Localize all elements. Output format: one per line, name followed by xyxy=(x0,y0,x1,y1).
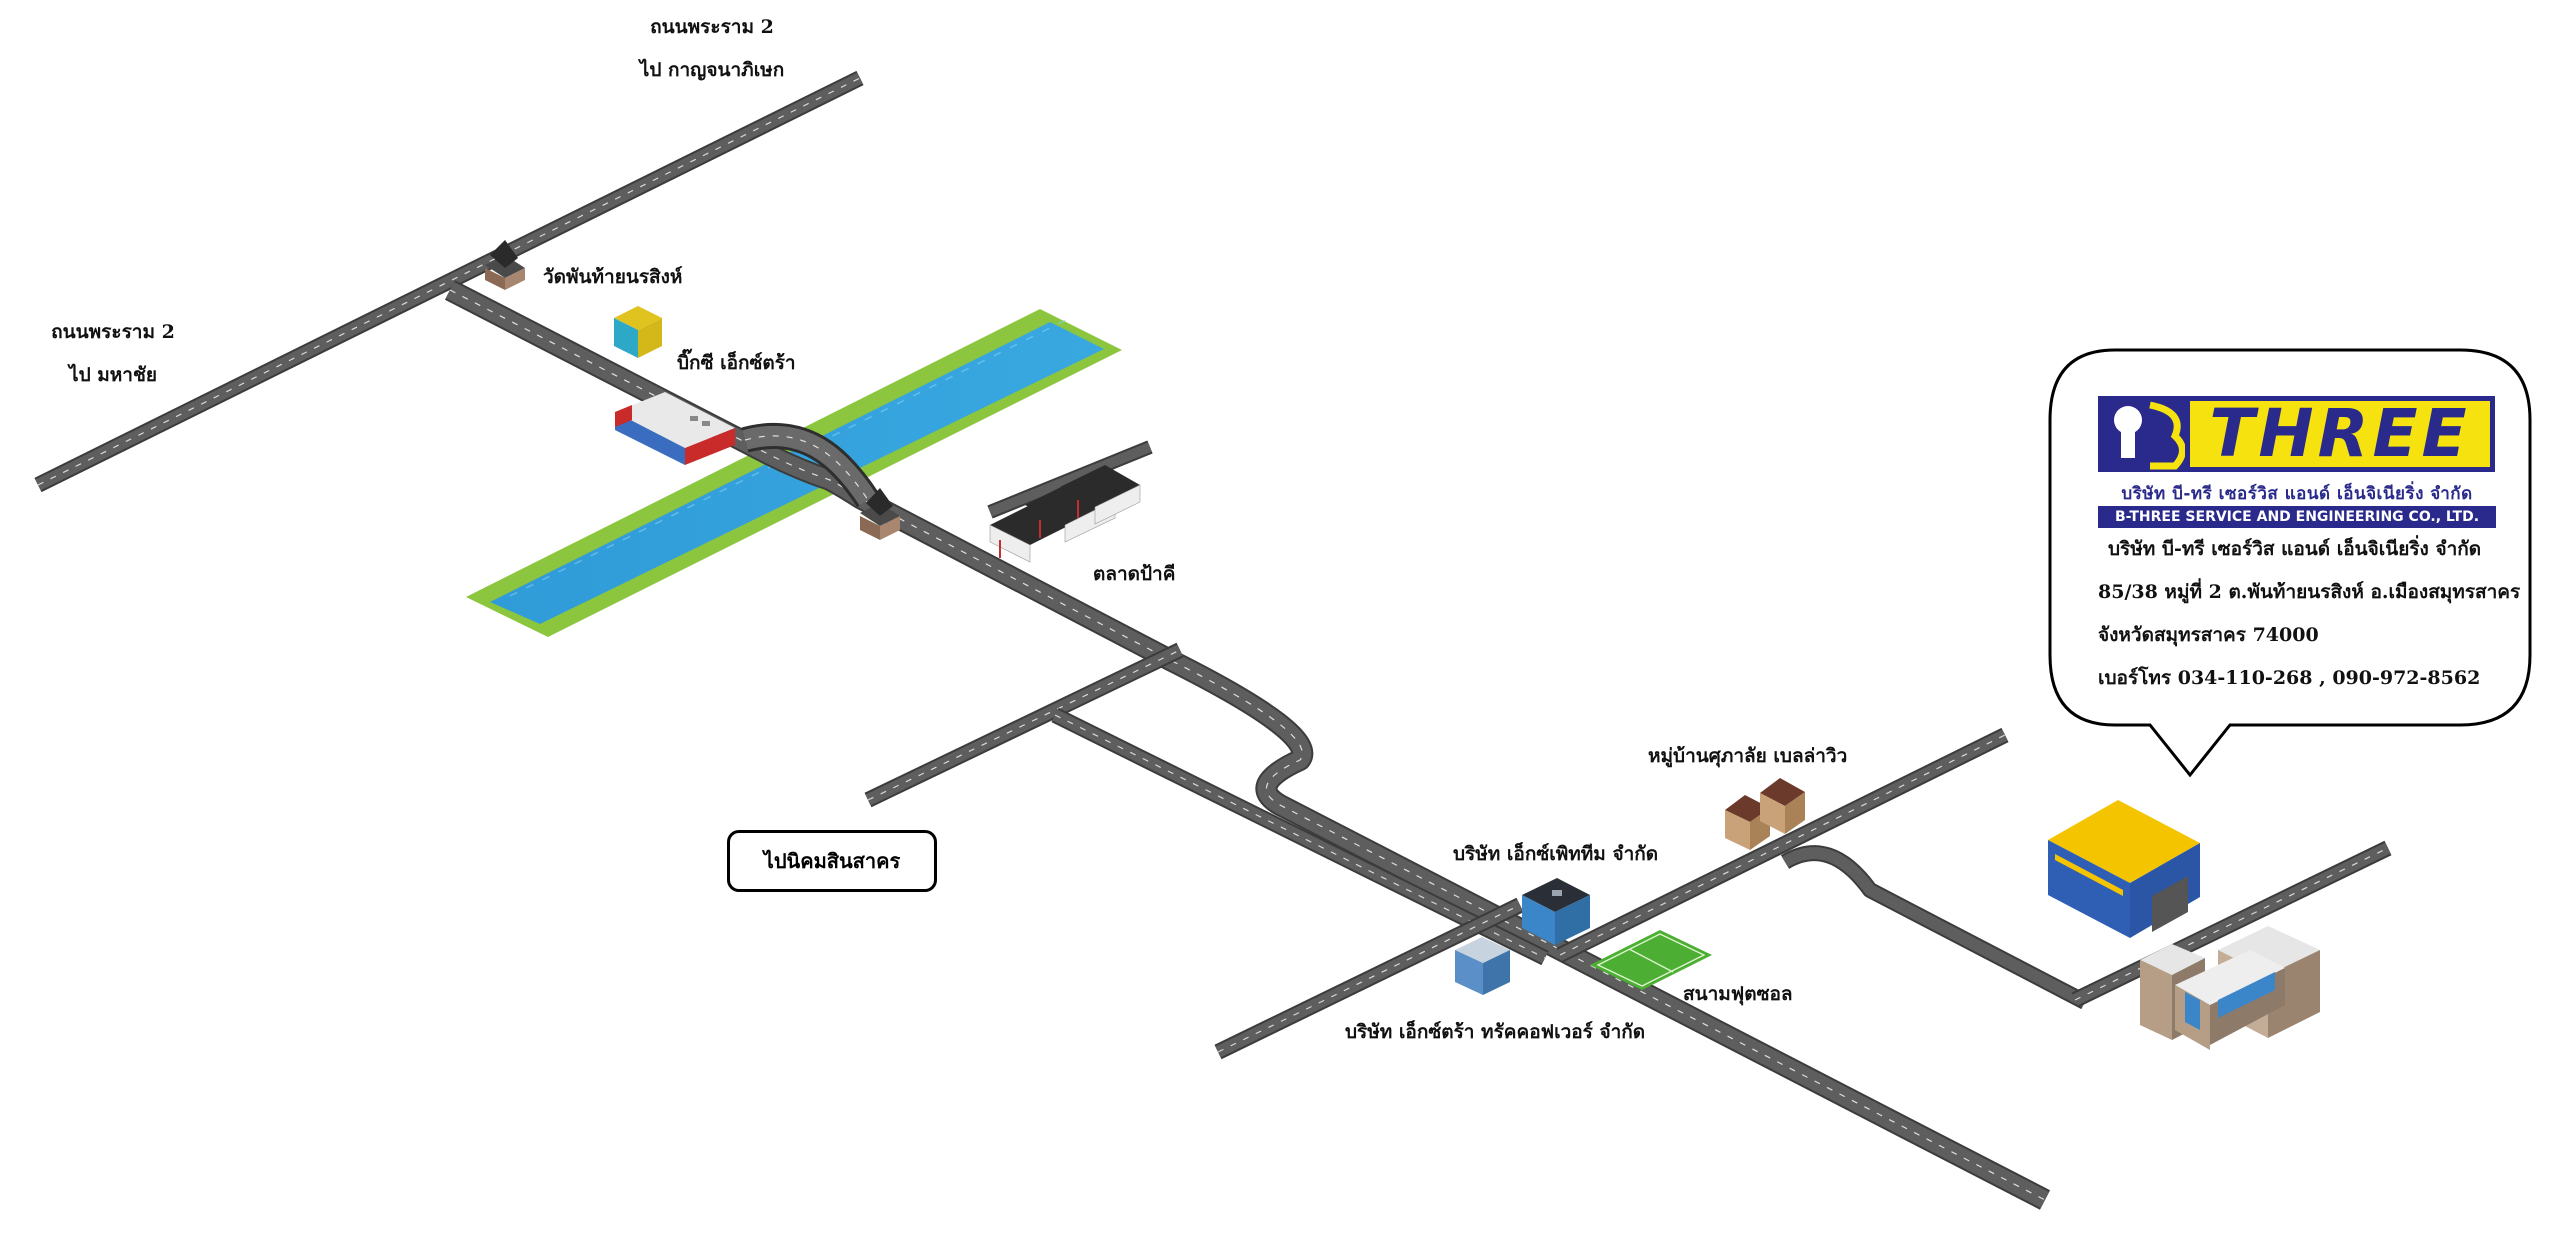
road-label-mahachai: ไป มหาชัย xyxy=(69,364,157,386)
company-address-line2: จังหวัดสมุทรสาคร 74000 xyxy=(2098,624,2319,646)
company-phone: เบอร์โทร 034-110-268 , 090-972-8562 xyxy=(2098,667,2481,689)
road-market xyxy=(987,440,1153,519)
label-village: หมู่บ้านศุภาลัย เบลล่าวิว xyxy=(1648,745,1848,767)
b-three-office-icon xyxy=(2140,926,2320,1050)
label-industrial-estate: ไปนิคมสินสาคร xyxy=(763,849,901,873)
market-stalls-icon xyxy=(989,465,1141,563)
label-temple: วัดพันท้ายนรสิงห์ xyxy=(543,266,683,288)
company-address-block: บริษัท บี-ทรี เซอร์วิส แอนด์ เอ็นจิเนียร… xyxy=(2098,540,2520,712)
label-market: ตลาดป้าคี xyxy=(1093,563,1176,585)
road-label-rama2-left: ถนนพระราม 2 xyxy=(51,321,175,343)
temple-icon xyxy=(485,240,525,290)
label-x-team: บริษัท เอ็กซ์เพิททีม จำกัด xyxy=(1453,843,1659,865)
label-bigc: บิ๊กซี เอ็กซ์ตร้า xyxy=(677,352,796,374)
b-three-logo-emblem xyxy=(2098,396,2188,472)
industrial-estate-signbox: ไปนิคมสินสาคร xyxy=(727,830,937,892)
logo-english-name: B-THREE SERVICE AND ENGINEERING CO., LTD… xyxy=(2098,506,2496,528)
label-extra-truck: บริษัท เอ็กซ์ตร้า ทรัคคอฟเวอร์ จำกัด xyxy=(1345,1021,1646,1043)
b-three-logo-wordmark: THREE xyxy=(2185,396,2495,472)
road-rama2 xyxy=(34,70,864,493)
shrine-icon xyxy=(860,488,900,540)
football-field-icon xyxy=(1590,930,1712,990)
road-industrial xyxy=(864,642,1549,966)
b-three-warehouse-icon xyxy=(2048,800,2200,938)
road-label-rama2-top: ถนนพระราม 2 xyxy=(650,16,774,38)
bridge xyxy=(741,422,879,508)
road-cross xyxy=(1214,897,1524,1060)
office-building-blue-icon xyxy=(1455,937,1510,995)
village-houses-icon xyxy=(1725,778,1805,850)
office-building-dark-icon xyxy=(1522,878,1590,945)
logo-word-text: THREE xyxy=(2209,395,2471,472)
road-label-kanchana: ไป กาญจนาภิเษก xyxy=(639,59,785,81)
road-network xyxy=(34,70,2392,1210)
store-building-icon xyxy=(615,392,735,465)
bigc-cube-icon xyxy=(614,306,662,358)
company-name: บริษัท บี-ทรี เซอร์วิส แอนด์ เอ็นจิเนียร… xyxy=(2108,538,2482,560)
road-east xyxy=(1556,727,2392,1010)
company-address-line1: 85/38 หมู่ที่ 2 ต.พันท้ายนรสิงห์ อ.เมือง… xyxy=(2098,581,2521,603)
label-football-field: สนามฟุตซอล xyxy=(1683,983,1793,1005)
road-main xyxy=(444,280,2051,1210)
logo-thai-name: บริษัท บี-ทรี เซอร์วิส แอนด์ เอ็นจิเนียร… xyxy=(2121,484,2473,504)
